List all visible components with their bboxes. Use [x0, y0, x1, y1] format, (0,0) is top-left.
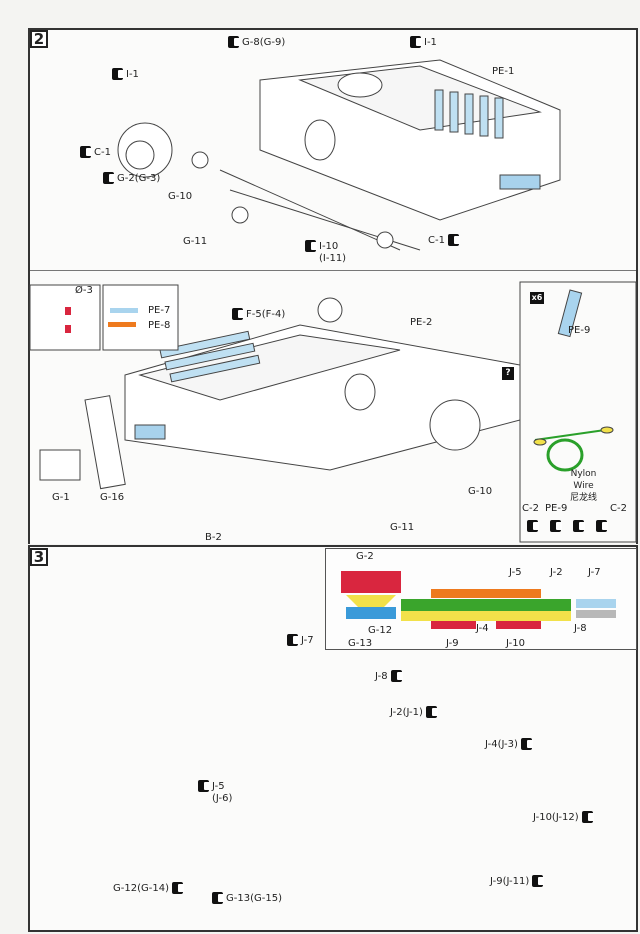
part-label-c2-right: C-2 [610, 503, 627, 514]
part-label-g13: G-13(G-15) [212, 892, 282, 905]
cement-icon [198, 780, 210, 792]
part-label-g2: G-2(G-3) [103, 172, 160, 185]
cement-icon [448, 234, 461, 246]
part-label-pe2: PE-2 [410, 317, 433, 328]
cement-icon [527, 520, 539, 532]
part-label-pe7: PE-7 [148, 305, 171, 316]
legend-j9: J-9 [446, 638, 459, 649]
part-label-g11-lower: G-11 [390, 522, 415, 533]
step-number-2: 2 [30, 30, 48, 48]
part-label-g16: G-16 [100, 492, 125, 503]
cement-icon [521, 738, 534, 750]
part-label-o3: Ø-3 [75, 285, 93, 296]
multiplier-badge: x6 [530, 292, 544, 304]
part-label-j10: J-10(J-12) [533, 811, 596, 824]
cement-icon [596, 520, 608, 532]
part-label-g12: G-12(G-14) [113, 882, 186, 895]
cement-icon [390, 670, 403, 682]
cement-icon [232, 308, 244, 320]
part-label-pe8: PE-8 [148, 320, 171, 331]
legend-g13: G-13 [348, 638, 373, 649]
hull-side-view [29, 281, 637, 543]
part-label-g10: G-10 [168, 191, 193, 202]
cement-icon [212, 892, 224, 904]
hull-top-view [117, 59, 561, 251]
cement-icon [287, 634, 299, 646]
cement-icon [80, 146, 92, 158]
part-label-i1-left: I-1 [112, 68, 139, 81]
cement-icon [172, 882, 185, 894]
legend-g2: G-2 [356, 551, 374, 562]
step-number-3: 3 [30, 548, 48, 566]
part-label-g11: G-11 [183, 236, 208, 247]
cement-icon [426, 706, 439, 718]
part-label-f5: F-5(F-4) [232, 308, 285, 321]
question-icon: ? [502, 367, 514, 380]
cement-icon [410, 36, 422, 48]
part-label-g8: G-8(G-9) [228, 36, 285, 49]
cement-icon [228, 36, 240, 48]
part-label-pe9: PE-9 [545, 503, 568, 514]
cement-icon [112, 68, 124, 80]
part-label-i10: I-10(I-11) [305, 240, 346, 265]
part-label-j8: J-8 [375, 670, 405, 683]
legend-j8: J-8 [574, 623, 587, 634]
part-label-c2-left: C-2 [522, 503, 539, 514]
cement-icons-row [527, 520, 610, 533]
legend-j2: J-2 [550, 567, 563, 578]
legend-j7: J-7 [588, 567, 601, 578]
cement-icon [305, 240, 317, 252]
part-label-b2: B-2 [205, 532, 222, 543]
part-label-i1-right: I-1 [410, 36, 437, 49]
cement-icon [532, 875, 545, 887]
legend-j5: J-5 [509, 567, 522, 578]
part-label-j5: J-5(J-6) [198, 780, 232, 805]
part-label-pe1: PE-1 [492, 66, 515, 77]
part-label-j2: J-2(J-1) [390, 706, 440, 719]
part-label-c1-right: C-1 [428, 234, 462, 247]
legend-j4: J-4 [476, 623, 489, 634]
part-label-j9: J-9(J-11) [490, 875, 546, 888]
legend-parts [341, 571, 616, 629]
part-label-j7: J-7 [287, 634, 314, 647]
cement-icon [573, 520, 585, 532]
part-label-g10-lower: G-10 [468, 486, 493, 497]
part-label-c1-left: C-1 [80, 146, 111, 159]
legend-g12: G-12 [368, 625, 393, 636]
step-divider [30, 270, 636, 271]
cement-icon [103, 172, 115, 184]
cement-icon [550, 520, 562, 532]
part-label-g1: G-1 [52, 492, 70, 503]
legend-j10: J-10 [506, 638, 525, 649]
part-label-pe9-top: PE-9 [568, 325, 591, 336]
color-legend: G-2 G-12 G-13 J-5 J-2 J-7 J-4 J-9 J-10 J… [325, 548, 637, 650]
cement-icon [581, 811, 594, 823]
part-label-j4: J-4(J-3) [485, 738, 535, 751]
